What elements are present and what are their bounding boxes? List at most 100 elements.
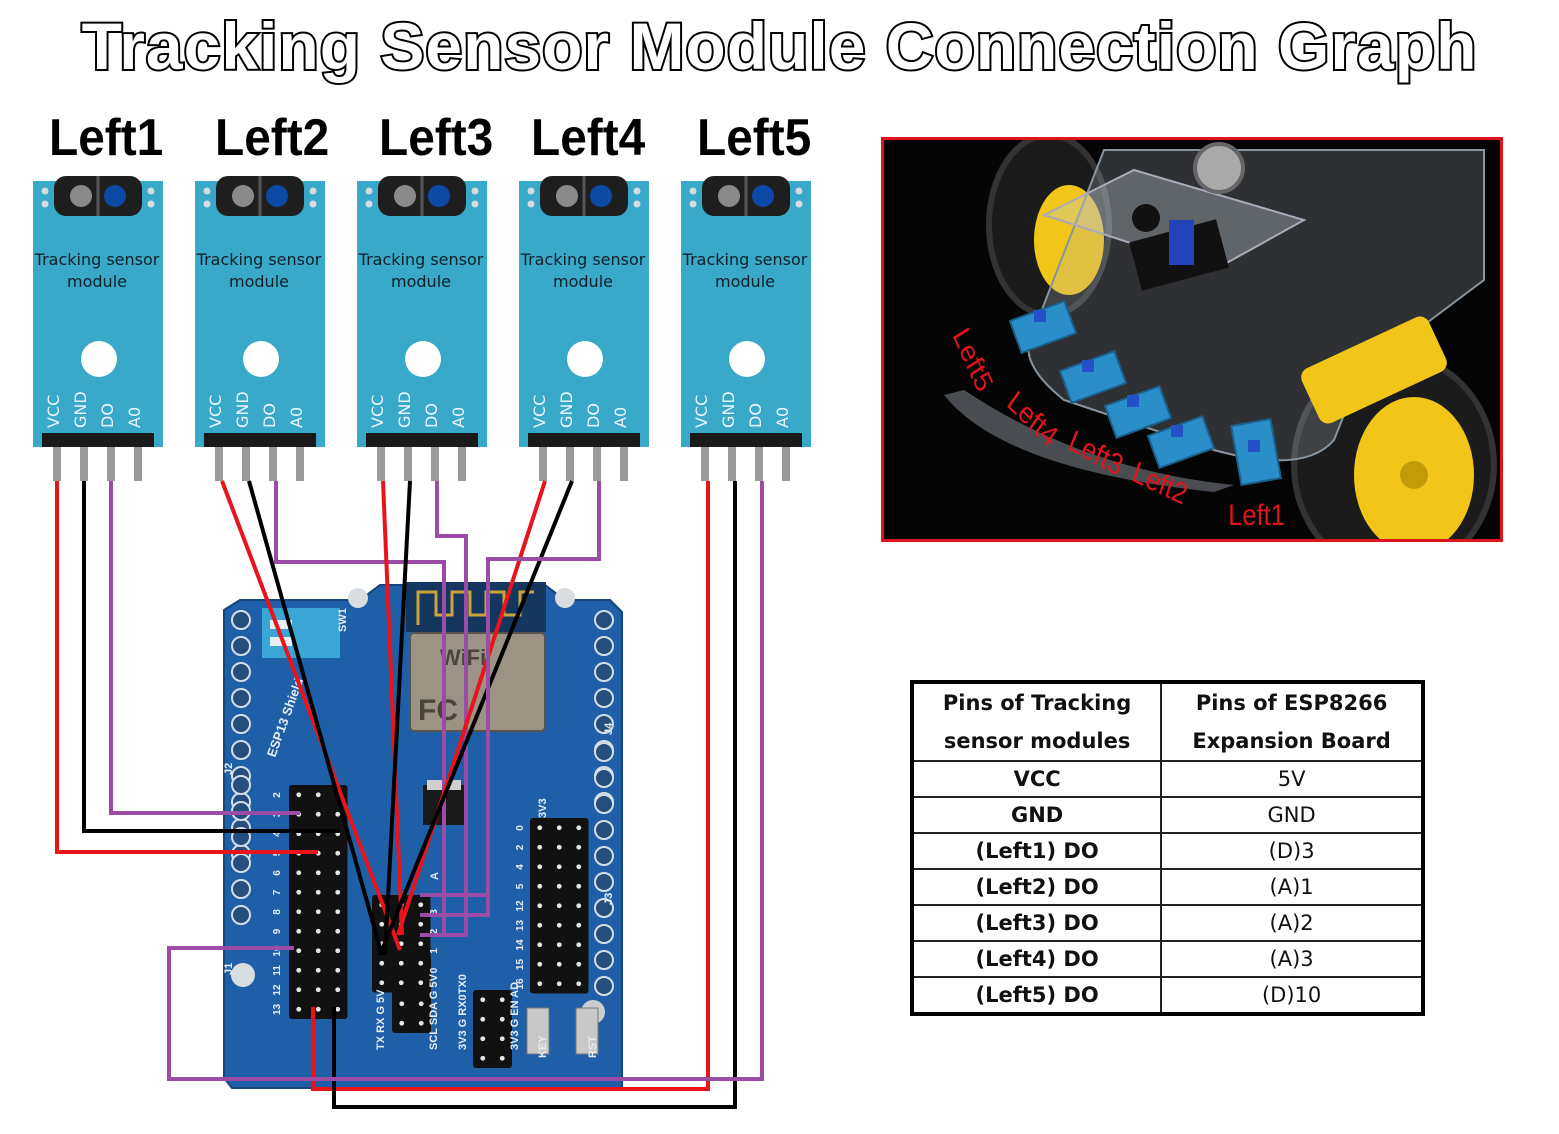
pin-label: GND: [233, 391, 252, 428]
digital-pin-number: 8: [272, 909, 283, 915]
pin-label: VCC: [530, 395, 549, 428]
mounting-hole: [729, 341, 765, 377]
wire-left5-do: [167, 481, 764, 1081]
header-pin: [134, 447, 142, 481]
header-pin: [53, 447, 61, 481]
gpio-pin-number: 2: [515, 844, 526, 850]
board-pin-cell: GND: [1160, 796, 1424, 834]
header-pad: [594, 714, 614, 734]
board-pin-cell: (D)3: [1160, 832, 1424, 870]
ir-receiver-icon: [556, 185, 578, 207]
wire-left1-vcc: [55, 481, 318, 854]
pin-label: VCC: [368, 395, 387, 428]
wire-left2-gnd: [247, 480, 384, 956]
wifi-logo-text: WiFi: [440, 645, 486, 670]
module-text: Tracking sensor: [682, 250, 808, 269]
pin-header: [42, 433, 154, 447]
sensor-pin-cell: VCC: [910, 760, 1163, 798]
pin-header: [528, 433, 640, 447]
header-pad: [594, 636, 614, 656]
module-text: module: [553, 272, 613, 291]
pin-header: [366, 433, 478, 447]
digital-pin-number: 12: [272, 984, 283, 996]
wire-left3-do: [420, 481, 468, 937]
pin-label: DO: [746, 403, 765, 428]
sensor-pin-cell: GND: [910, 796, 1163, 834]
table-row: (Left2) DO(A)1: [910, 868, 1424, 906]
module-label-left5: Left5: [696, 109, 812, 167]
pin-label: DO: [260, 403, 279, 428]
pin-label: DO: [422, 403, 441, 428]
analog-pin-number: 1: [429, 948, 440, 954]
tx-rx-label: TX RX G 5V: [375, 989, 387, 1050]
pin-header: [690, 433, 802, 447]
ir-receiver-icon: [394, 185, 416, 207]
header-pad: [594, 742, 614, 762]
ir-receiver-icon: [232, 185, 254, 207]
header-pad: [231, 636, 251, 656]
gpio-pin-number: 12: [515, 900, 526, 912]
mounting-hole: [348, 588, 368, 608]
module-label-left4: Left4: [530, 109, 646, 167]
sensor-pin-cell: (Left4) DO: [910, 940, 1163, 978]
pin-label: A0: [611, 407, 630, 428]
header-pin: [566, 447, 574, 481]
header-pad: [231, 714, 251, 734]
pin-label: DO: [98, 403, 117, 428]
gpio-pin-number: 14: [515, 939, 526, 951]
header-pin: [107, 447, 115, 481]
analog-a-label: A: [429, 872, 441, 880]
digital-pin-number: 11: [272, 965, 283, 976]
module-label-left1: Left1: [48, 109, 164, 167]
ir-emitter-icon: [104, 185, 126, 207]
pin-label: A0: [287, 407, 306, 428]
header-pad: [594, 872, 614, 892]
board-pin-cell: 5V: [1160, 760, 1424, 798]
module-pcb: [681, 181, 811, 447]
pin-label: VCC: [44, 395, 63, 428]
digital-pin-number: 7: [272, 889, 283, 895]
j3-label: J3: [603, 893, 615, 905]
header-pad: [231, 775, 251, 795]
wire-left2-vcc: [220, 480, 402, 951]
digital-pin-number: 6: [272, 870, 283, 876]
module-label-left3: Left3: [378, 109, 494, 167]
fc-logo-text: FC: [418, 694, 458, 727]
gpio-pin-number: 0: [515, 825, 526, 831]
wire-left1-gnd: [82, 481, 340, 833]
sensor-pin-cell: (Left2) DO: [910, 868, 1163, 906]
robot-car-photo: Left5 Left4 Left3 Left2 Left1: [881, 137, 1503, 542]
header-pin: [377, 447, 385, 481]
wire-left3-vcc: [381, 480, 404, 936]
wire-left5-gnd: [332, 481, 737, 1109]
mounting-hole: [555, 588, 575, 608]
pin-label: DO: [584, 403, 603, 428]
digital-pin-number: 4: [272, 831, 283, 837]
module-text: module: [229, 272, 289, 291]
header-board-line1: Pins of ESP8266: [1195, 691, 1388, 715]
board-pin-cell: (A)2: [1160, 904, 1424, 942]
module-text: module: [391, 272, 451, 291]
gpio-pin-header: [530, 818, 589, 994]
digital-pin-number: 13: [272, 1004, 283, 1016]
pin-label: GND: [557, 391, 576, 428]
wire-left3-gnd: [383, 480, 412, 956]
wire-left4-do: [420, 481, 601, 917]
header-pin: [728, 447, 736, 481]
header-pin: [80, 447, 88, 481]
header-sensor-line1: Pins of Tracking: [942, 691, 1132, 715]
gpio-pin-number: 4: [515, 864, 526, 870]
page-title: Tracking Sensor Module Connection Graph: [80, 7, 1479, 85]
analog-pin-number: 0: [429, 967, 440, 973]
rx0-tx0-label: 3V3 G RX0TX0: [457, 974, 469, 1050]
module-pcb: [519, 181, 649, 447]
header-pad: [594, 688, 614, 708]
mounting-hole: [231, 963, 255, 987]
photo-label-left1: Left1: [1228, 498, 1285, 531]
ir-emitter-icon: [428, 185, 450, 207]
header-board-line2: Expansion Board: [1192, 729, 1391, 753]
